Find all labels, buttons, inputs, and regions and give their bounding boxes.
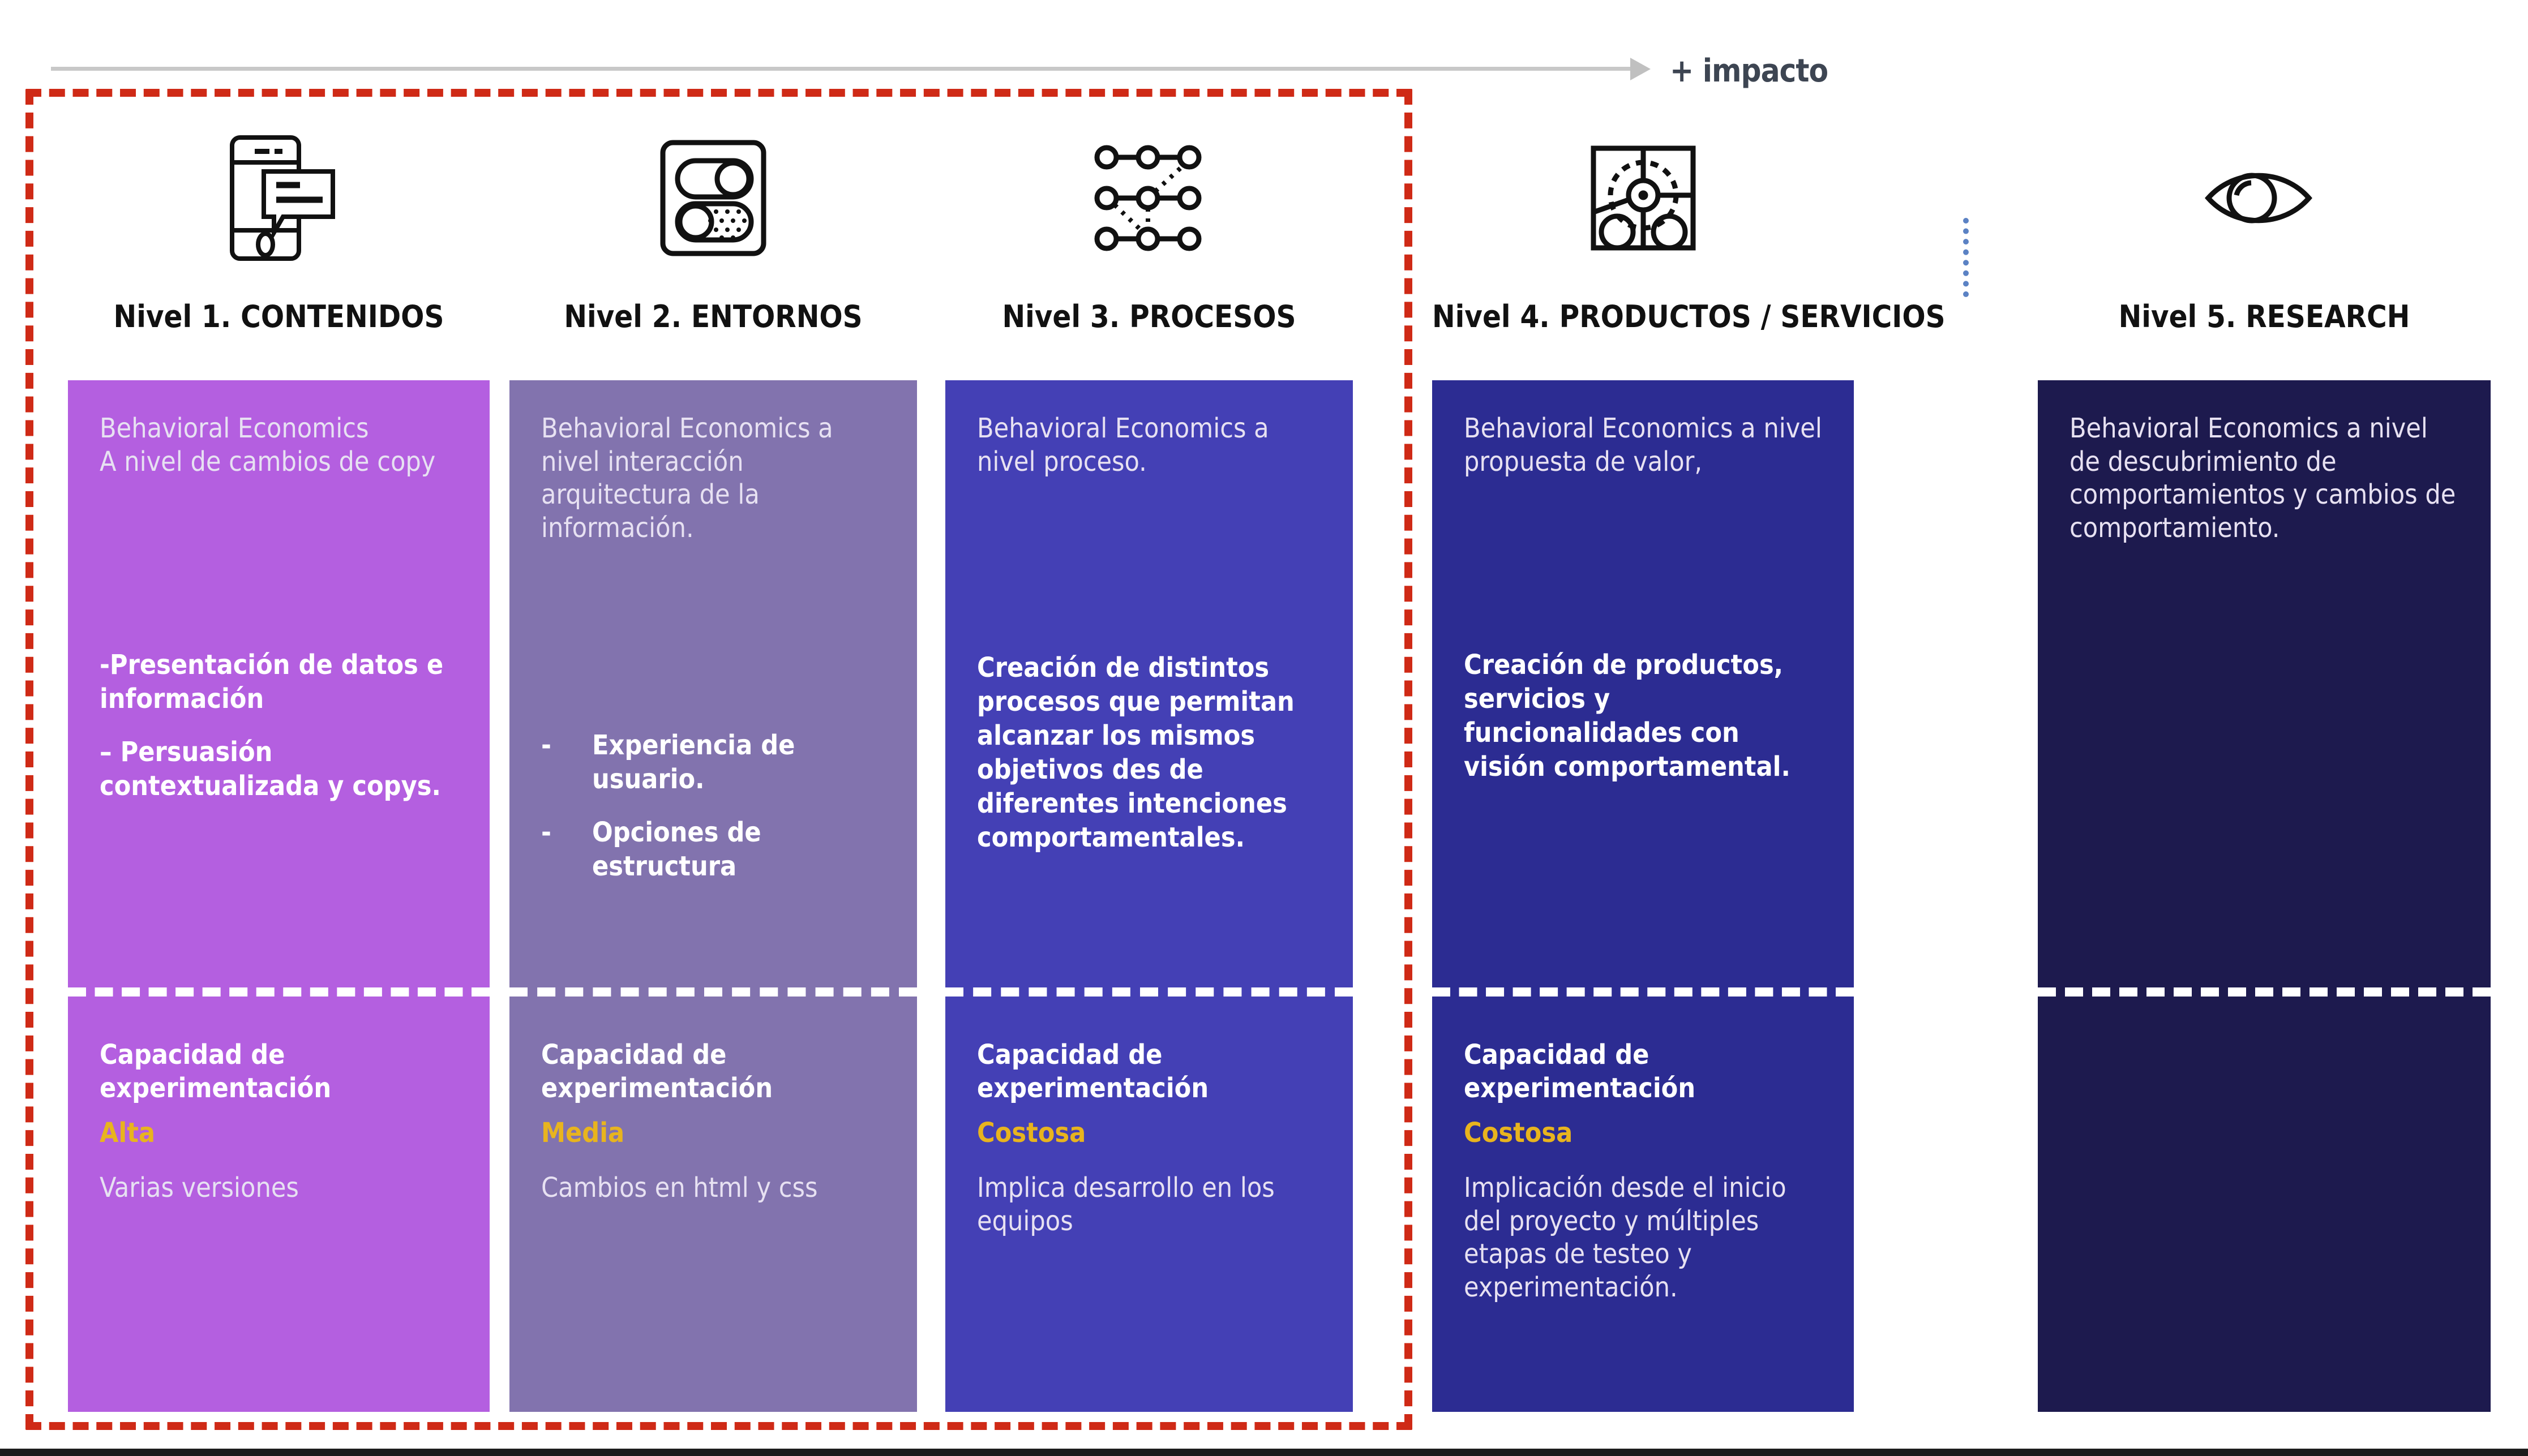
capacity-title: Capacidad de experimentación (100, 1039, 332, 1104)
impact-label: + impacto (1670, 53, 1828, 89)
list-item: - Experiencia de usuario. (541, 728, 885, 796)
level-title-name: PRODUCTOS / SERVICIOS (1559, 299, 1946, 334)
panel-bullets: Creación de distintos procesos que permi… (977, 651, 1321, 854)
impact-arrow-line (51, 67, 1636, 71)
level-title-4: Nivel 4. PRODUCTOS / SERVICIOS (1432, 299, 1946, 334)
level-title-1: Nivel 1. CONTENIDOS (68, 299, 490, 334)
bullet-text: Opciones de estructura (592, 817, 761, 883)
toggle-switches-icon (509, 122, 917, 274)
panel-divider (945, 987, 1353, 997)
level-panel-3: Behavioral Economics a nivel proceso. Cre… (945, 380, 1353, 1412)
impact-axis-row: + impacto (0, 51, 2528, 91)
level-title-name: CONTENIDOS (241, 299, 444, 334)
capacity-note: Varias versiones (100, 1172, 299, 1204)
list-item: Creación de distintos procesos que permi… (977, 652, 1295, 854)
level-title-prefix: Nivel 5. (2118, 299, 2236, 334)
product-gear-icon (1432, 122, 1854, 274)
slide-bottom-rule (0, 1449, 2528, 1456)
bullet-text: Experiencia de usuario. (592, 729, 795, 796)
capacity-title: Capacidad de experimentación (541, 1039, 773, 1104)
list-item: – Persuasión contextualizada y copys. (100, 736, 441, 802)
capacity-level-badge: Costosa (977, 1117, 1086, 1149)
list-item: -Presentación de datos e información (100, 649, 444, 715)
capacity-note: Implicación desde el inicio del proyecto… (1464, 1172, 1786, 1303)
level-panel-2: Behavioral Economics a nivel interacción… (509, 380, 917, 1412)
level-column-2: Nivel 2. ENTORNOS Behavioral Economics a … (509, 0, 917, 1456)
level-title-prefix: Nivel 2. (564, 299, 682, 334)
panel-divider (509, 987, 917, 997)
panel-bullets: -Presentación de datos e información – Pe… (100, 648, 458, 803)
capacity-title: Capacidad de experimentación (977, 1039, 1209, 1104)
process-network-icon (945, 122, 1353, 274)
level-title-name: PROCESOS (1129, 299, 1296, 334)
panel-divider (2038, 987, 2491, 997)
bullet-dash: - (541, 817, 551, 849)
capacity-level-badge: Costosa (1464, 1117, 1573, 1149)
panel-intro-text: Behavioral Economics a nivel interacción… (541, 413, 833, 544)
capacity-note: Cambios en html y css (541, 1172, 818, 1204)
panel-intro-text: Behavioral Economics a nivel de descubri… (2069, 413, 2456, 544)
panel-intro-text: Behavioral Economics a nivel proceso. (977, 413, 1269, 478)
level-title-3: Nivel 3. PROCESOS (945, 299, 1353, 334)
dotted-separator (1963, 218, 1969, 297)
panel-bullets: Creación de productos, servicios y funci… (1464, 648, 1822, 784)
capacity-level-badge: Media (541, 1117, 625, 1149)
capacity-title: Capacidad de experimentación (1464, 1039, 1696, 1104)
level-title-name: RESEARCH (2246, 299, 2410, 334)
list-item: Creación de productos, servicios y funci… (1464, 649, 1790, 783)
mobile-chat-icon (68, 122, 490, 274)
level-title-prefix: Nivel 3. (1002, 299, 1120, 334)
level-column-4: Nivel 4. PRODUCTOS / SERVICIOS Behavioral… (1432, 0, 1946, 1456)
level-title-prefix: Nivel 4. (1432, 299, 1550, 334)
panel-intro-text: Behavioral Economics a nivel propuesta d… (1464, 413, 1822, 478)
level-column-3: Nivel 3. PROCESOS Behavioral Economics a … (945, 0, 1353, 1456)
capacity-note: Implica desarrollo en los equipos (977, 1172, 1275, 1237)
level-column-5: Nivel 5. RESEARCH Behavioral Economics a … (2038, 0, 2491, 1456)
panel-divider (1432, 987, 1854, 997)
level-panel-5: Behavioral Economics a nivel de descubri… (2038, 380, 2491, 1412)
level-title-name: ENTORNOS (691, 299, 863, 334)
level-title-2: Nivel 2. ENTORNOS (509, 299, 917, 334)
right-arrow-icon (1630, 58, 1651, 80)
panel-bullets: - Experiencia de usuario. - Opciones de est… (541, 728, 885, 903)
list-item: - Opciones de estructura (541, 815, 885, 883)
eye-icon (2038, 122, 2491, 274)
level-title-5: Nivel 5. RESEARCH (2038, 299, 2491, 334)
level-title-prefix: Nivel 1. (113, 299, 232, 334)
panel-divider (68, 987, 490, 997)
level-panel-4: Behavioral Economics a nivel propuesta d… (1432, 380, 1854, 1412)
bullet-dash: - (541, 729, 551, 762)
capacity-level-badge: Alta (100, 1117, 155, 1149)
